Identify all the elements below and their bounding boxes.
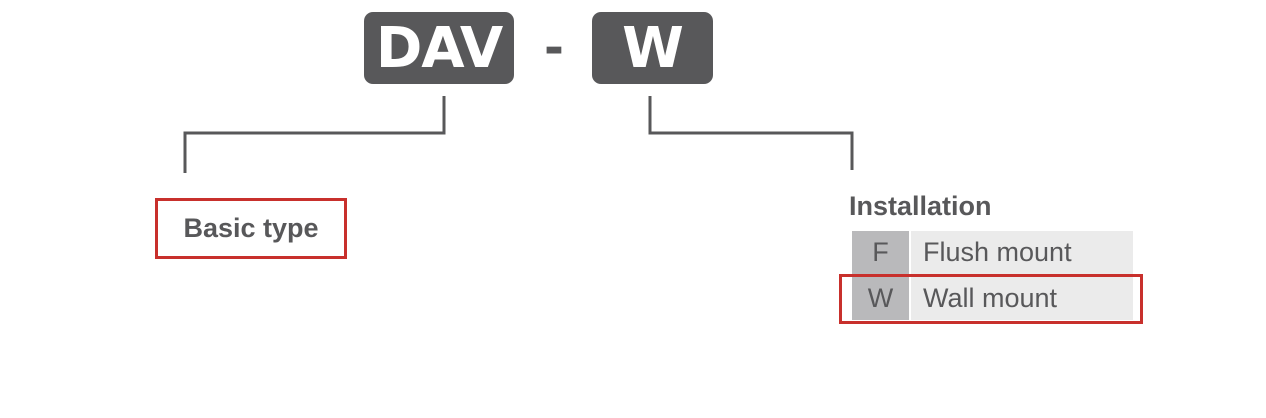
- connector-installation: [648, 96, 854, 170]
- option-code: W: [852, 277, 909, 320]
- code-segment-installation-text: W: [622, 15, 684, 81]
- installation-title: Installation: [849, 191, 992, 221]
- option-label: Flush mount: [911, 231, 1133, 274]
- option-code: F: [852, 231, 909, 274]
- connector-basic-type: [183, 96, 446, 173]
- installation-option-wall: W Wall mount: [852, 277, 1133, 320]
- code-segment-installation: W: [592, 12, 713, 84]
- option-label: Wall mount: [911, 277, 1133, 320]
- selected-option-highlight: [839, 274, 1143, 324]
- basic-type-highlight: Basic type: [155, 198, 347, 259]
- code-segment-basic-type: DAV: [364, 12, 514, 84]
- basic-type-label: Basic type: [183, 213, 319, 243]
- code-segment-basic-type-text: DAV: [375, 15, 503, 81]
- installation-option-flush: F Flush mount: [852, 231, 1133, 274]
- code-separator: -: [544, 20, 564, 76]
